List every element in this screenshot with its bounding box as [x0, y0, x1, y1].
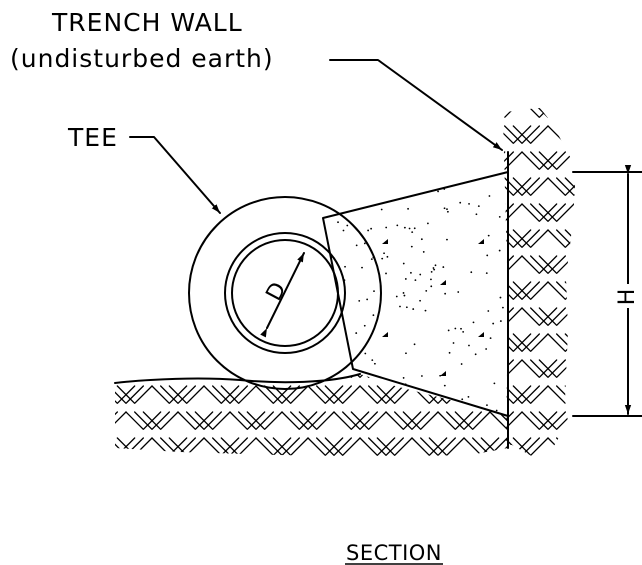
trench-wall-leader: [329, 59, 503, 151]
diameter-dimension-arrow: [260, 252, 305, 338]
trench-wall-label-line1: TRENCH WALL: [51, 8, 243, 37]
height-label: H: [615, 289, 640, 306]
diameter-label: D: [262, 278, 292, 305]
tee-label: TEE: [67, 123, 118, 152]
trench-wall-hatch: [503, 108, 576, 456]
section-caption: SECTION: [346, 541, 442, 565]
tee-fitting: [188, 196, 382, 390]
trench-wall-label-line2: (undisturbed earth): [10, 44, 274, 73]
concrete-thrust-block: [322, 171, 509, 417]
aggregate-triangles: [382, 239, 484, 376]
height-dimension: [572, 165, 642, 417]
tee-leader: [129, 136, 221, 214]
concrete-stipple: [323, 174, 504, 416]
ground-hatch: [115, 374, 508, 456]
